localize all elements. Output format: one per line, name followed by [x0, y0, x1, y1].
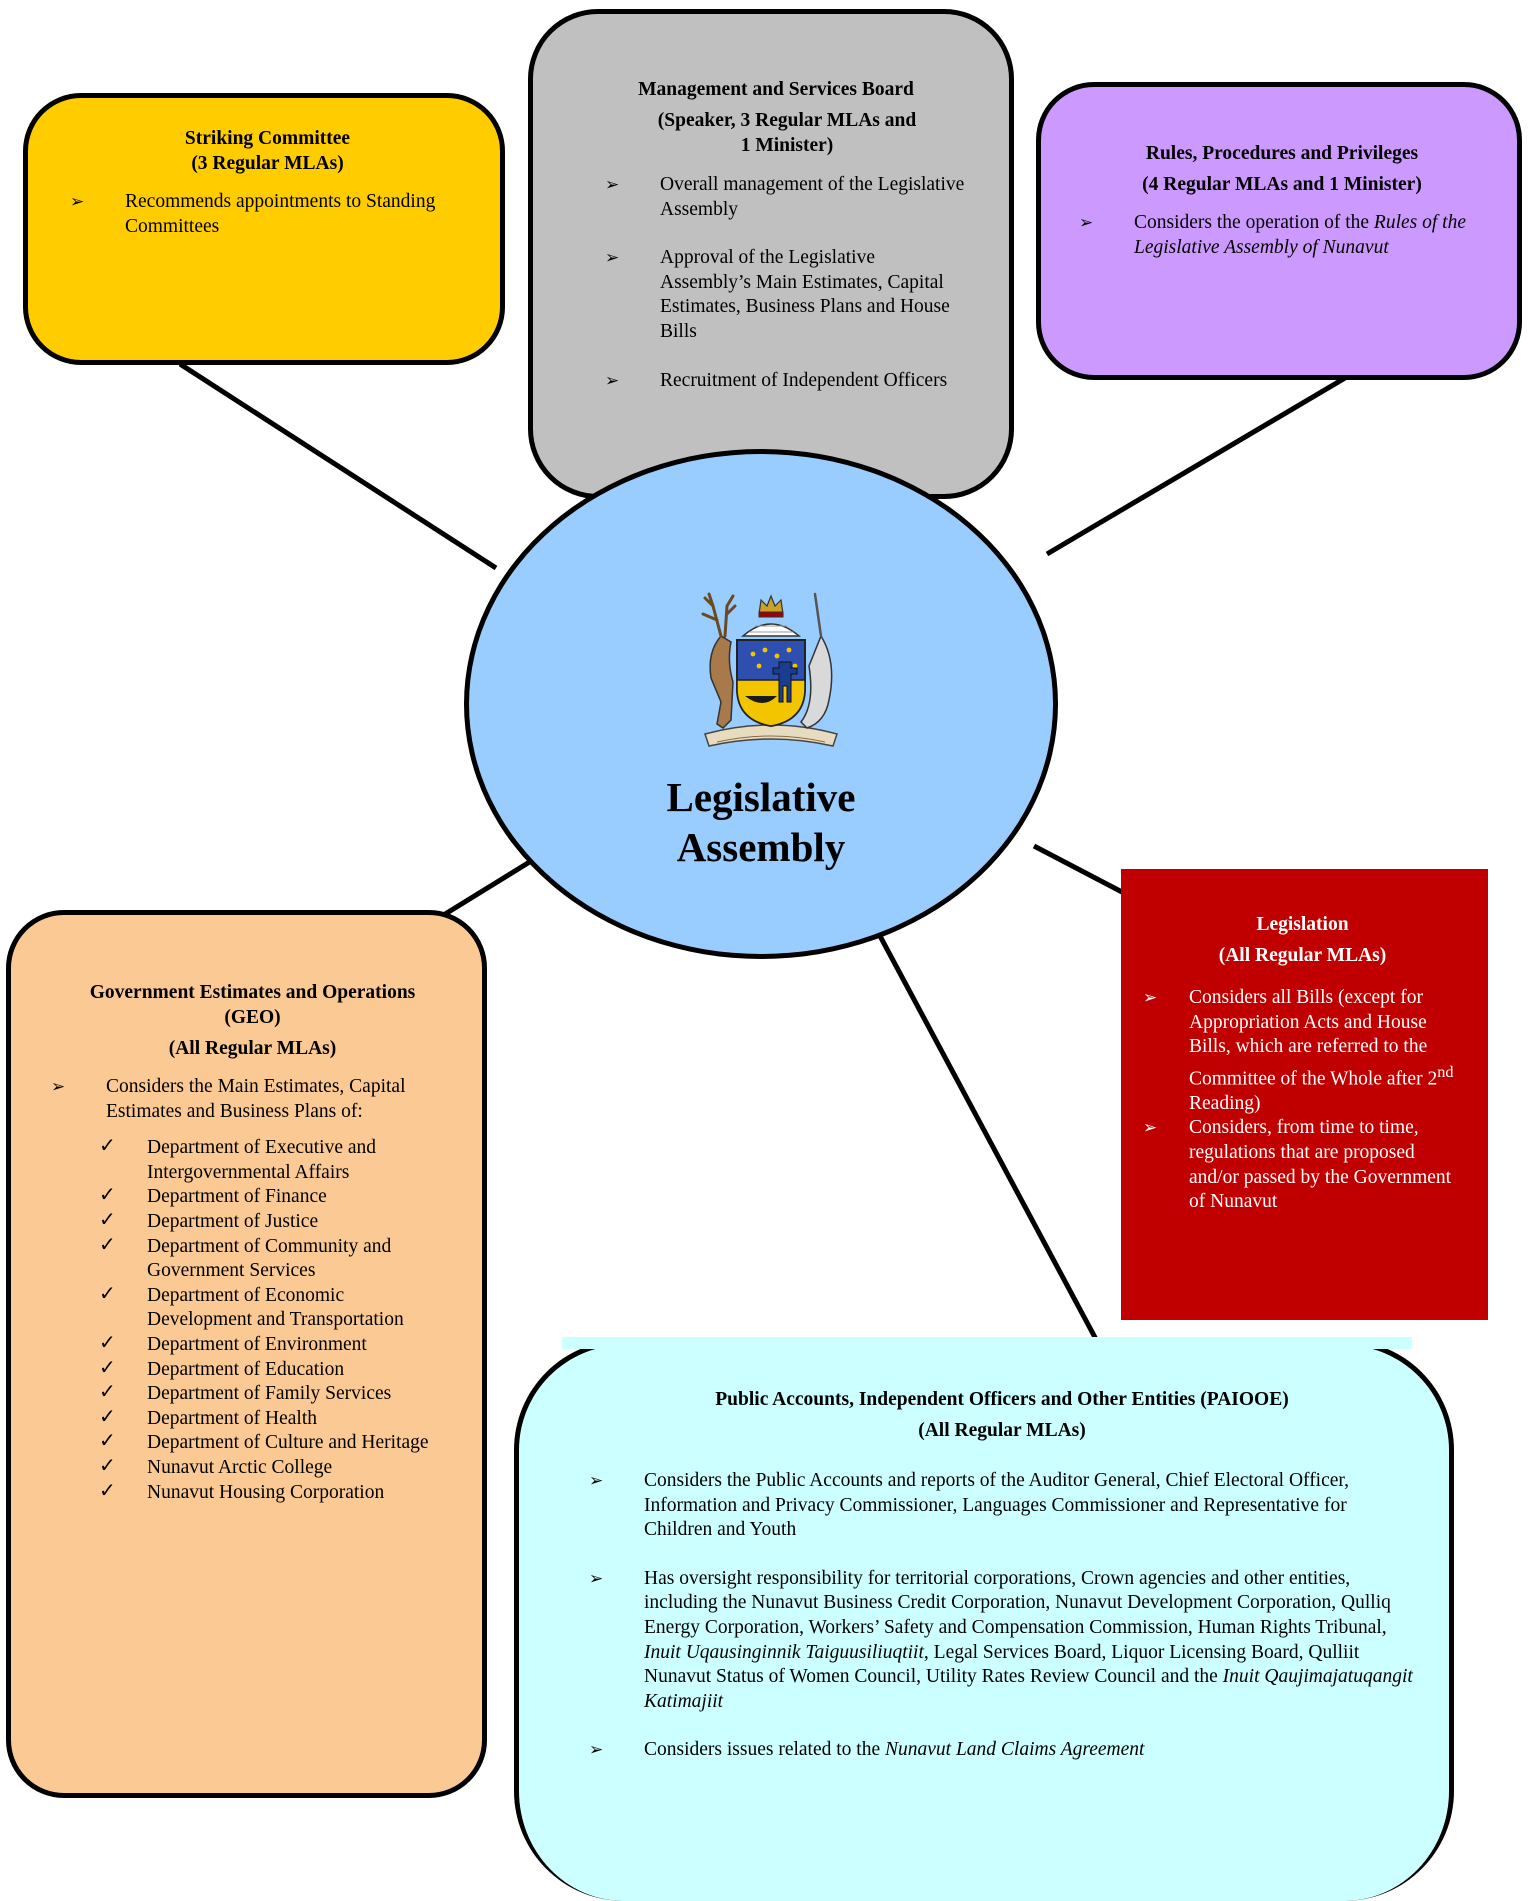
department-item: ✓Nunavut Arctic College — [99, 1454, 333, 1478]
rules-membership: (4 Regular MLAs and 1 Minister) — [1142, 174, 1422, 195]
list-item: ➢Considers issues related to the Nunavut… — [589, 1738, 1415, 1763]
geo-title-line1: Government Estimates and Operations — [89, 982, 416, 1003]
list-item: ➢Recruitment of Independent Officers — [605, 369, 969, 394]
arrowhead-bullet-icon: ➢ — [605, 248, 620, 268]
msb-membership-line2: 1 Minister) — [740, 135, 834, 156]
legislation-box: Legislation (All Regular MLAs) ➢Consider… — [1121, 869, 1488, 1320]
list-item: ➢Recommends appointments to Standing Com… — [70, 191, 436, 237]
list-item: ➢Approval of the Legislative Assembly’s … — [605, 247, 950, 342]
arrowhead-bullet-icon: ➢ — [589, 1568, 604, 1588]
department-item: ✓Department of Finance — [99, 1184, 327, 1208]
checkmark-icon: ✓ — [99, 1454, 116, 1477]
paiooe-box: Public Accounts, Independent Officers an… — [514, 1340, 1454, 1901]
legislation-membership: (All Regular MLAs) — [1218, 945, 1387, 966]
checkmark-icon: ✓ — [99, 1135, 116, 1158]
msb-title: Management and Services Board — [638, 79, 914, 100]
rules-procedures-privileges-box: Rules, Procedures and Privileges (4 Regu… — [1036, 82, 1522, 380]
department-item: ✓Department of Education — [99, 1356, 345, 1380]
list-item: ➢Considers the operation of the Rules of… — [1079, 212, 1466, 258]
list-item: ➢Considers all Bills (except for Appropr… — [1143, 987, 1454, 1114]
arrowhead-bullet-icon: ➢ — [605, 175, 620, 194]
list-item: ➢Considers the Public Accounts and repor… — [589, 1470, 1349, 1541]
checkmark-icon: ✓ — [99, 1430, 116, 1453]
arrowhead-bullet-icon: ➢ — [1143, 1118, 1158, 1138]
department-item: ✓Department of Culture and Heritage — [99, 1430, 429, 1454]
striking-committee-box: Striking Committee (3 Regular MLAs) ➢Rec… — [23, 93, 505, 365]
arrowhead-bullet-icon: ➢ — [70, 192, 85, 211]
geo-box: Government Estimates and Operations (GEO… — [6, 910, 487, 1798]
geo-list: ➢Considers the Main Estimates, Capital E… — [51, 1075, 454, 1124]
paiooe-top-band — [562, 1337, 1412, 1349]
paiooe-title: Public Accounts, Independent Officers an… — [715, 1389, 1289, 1410]
legislative-assembly-title: Legislative Assembly — [666, 774, 856, 870]
list-item: ➢Has oversight responsibility for territ… — [589, 1567, 1413, 1712]
list-item: ➢Overall management of the Legislative A… — [605, 174, 965, 220]
striking-list: ➢Recommends appointments to Standing Com… — [70, 190, 465, 239]
department-item: ✓Nunavut Housing Corporation — [99, 1479, 385, 1503]
legislative-assembly-oval: Legislative Assembly — [464, 449, 1058, 959]
checkmark-icon: ✓ — [99, 1233, 116, 1256]
nunavut-coat-of-arms-icon — [701, 592, 838, 747]
department-item: ✓Department of Environment — [99, 1331, 367, 1355]
rules-list: ➢Considers the operation of the Rules of… — [1079, 211, 1485, 260]
checkmark-icon: ✓ — [99, 1208, 116, 1231]
checkmark-icon: ✓ — [99, 1184, 116, 1207]
department-item: ✓Department of Executive and Intergovern… — [99, 1135, 377, 1183]
list-item: ➢Considers, from time to time, regulatio… — [1143, 1117, 1452, 1213]
checkmark-icon: ✓ — [99, 1479, 116, 1502]
legislation-title: Legislation — [1256, 914, 1349, 935]
arrowhead-bullet-icon: ➢ — [605, 370, 620, 390]
connector-striking — [178, 361, 498, 571]
msb-list: ➢Overall management of the Legislative A… — [605, 173, 969, 393]
arrowhead-bullet-icon: ➢ — [51, 1077, 66, 1096]
geo-title-line2: (GEO) — [224, 1007, 281, 1028]
arrowhead-bullet-icon: ➢ — [1143, 988, 1158, 1007]
geo-department-list: ✓Department of Executive and Intergovern… — [51, 1135, 454, 1505]
checkmark-icon: ✓ — [99, 1356, 116, 1379]
list-item: ➢Considers the Main Estimates, Capital E… — [51, 1076, 406, 1122]
arrowhead-bullet-icon: ➢ — [589, 1471, 604, 1490]
connector-geo — [440, 855, 538, 919]
striking-membership: (3 Regular MLAs) — [191, 153, 344, 174]
arrowhead-bullet-icon: ➢ — [589, 1740, 604, 1760]
department-item: ✓Department of Community and Government … — [99, 1233, 392, 1282]
paiooe-list: ➢Considers the Public Accounts and repor… — [589, 1469, 1415, 1763]
striking-title: Striking Committee — [184, 128, 351, 149]
department-item: ✓Department of Family Services — [99, 1381, 392, 1405]
legislation-list: ➢Considers all Bills (except for Appropr… — [1143, 986, 1462, 1215]
connector-legislation — [1032, 843, 1124, 895]
rules-title: Rules, Procedures and Privileges — [1145, 143, 1419, 164]
msb-membership-line1: (Speaker, 3 Regular MLAs and — [657, 110, 917, 131]
checkmark-icon: ✓ — [99, 1282, 116, 1305]
department-item: ✓Department of Economic Development and … — [99, 1282, 404, 1331]
arrowhead-bullet-icon: ➢ — [1079, 213, 1094, 232]
connector-paiooe — [877, 934, 1101, 1345]
department-item: ✓Department of Health — [99, 1405, 318, 1429]
checkmark-icon: ✓ — [99, 1381, 116, 1404]
paiooe-membership: (All Regular MLAs) — [918, 1420, 1086, 1441]
department-item: ✓Department of Justice — [99, 1208, 319, 1232]
geo-membership: (All Regular MLAs) — [168, 1038, 337, 1059]
connector-rules — [1045, 375, 1347, 557]
management-services-board-box: Management and Services Board (Speaker, … — [528, 9, 1014, 499]
checkmark-icon: ✓ — [99, 1405, 116, 1428]
checkmark-icon: ✓ — [99, 1331, 116, 1354]
